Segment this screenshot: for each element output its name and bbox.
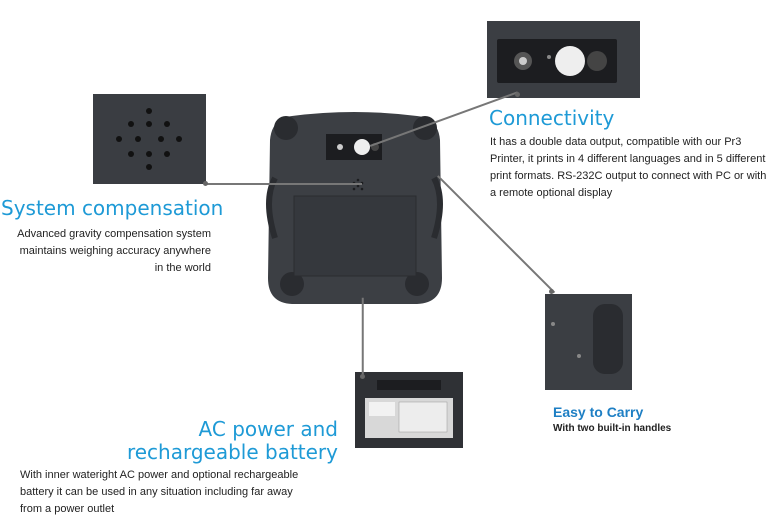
system-compensation-line: maintains weighing accuracy anywhere	[19, 245, 211, 257]
scale-device-icon	[266, 112, 443, 304]
system-compensation-line: Advanced gravity compensation system	[17, 228, 211, 240]
scale-bottom-image	[262, 108, 447, 308]
connectivity-line: print formats. RS-232C output to connect…	[490, 170, 767, 182]
connector-dot-connectivity	[515, 92, 520, 97]
system-compensation-title: System compensation	[1, 196, 224, 220]
connectivity-line: Printer, it prints in 4 different langua…	[490, 153, 766, 165]
ac-power-title-line: rechargeable battery	[126, 440, 338, 464]
connector-line-battery	[362, 297, 364, 378]
ac-power-title-line: AC power and	[198, 417, 338, 441]
speaker-detail-image	[93, 94, 206, 184]
ac-power-text: With inner wateright AC power and option…	[20, 467, 340, 518]
system-compensation-line: in the world	[154, 262, 211, 274]
connectivity-text: It has a double data output, compatible …	[490, 134, 770, 202]
connector-line-speaker	[206, 183, 362, 185]
speaker-holes-icon	[116, 108, 182, 170]
ac-power-line: from a power outlet	[20, 503, 115, 515]
easy-carry-title: Easy to Carry	[553, 404, 644, 420]
easy-carry-subtitle: With two built-in handles	[553, 423, 672, 434]
system-compensation-text: Advanced gravity compensation system mai…	[15, 226, 211, 277]
handle-icon	[551, 304, 623, 374]
connectivity-line: It has a double data output, compatible …	[490, 136, 742, 148]
ac-power-title: AC power and rechargeable battery	[110, 418, 338, 464]
connector-ports-icon	[497, 39, 617, 83]
connectivity-line: a remote optional display	[490, 187, 613, 199]
connector-dot-handle	[549, 289, 554, 294]
handle-detail-image	[545, 294, 632, 390]
battery-icon	[365, 380, 453, 438]
connectivity-title: Connectivity	[489, 106, 615, 130]
ac-power-line: With inner wateright AC power and option…	[20, 469, 299, 481]
connector-dot-speaker	[203, 181, 208, 186]
connector-detail-image	[487, 21, 640, 98]
connector-dot-battery	[360, 374, 365, 379]
battery-detail-image	[355, 372, 463, 448]
ac-power-line: battery it can be used in any situation …	[20, 486, 293, 498]
